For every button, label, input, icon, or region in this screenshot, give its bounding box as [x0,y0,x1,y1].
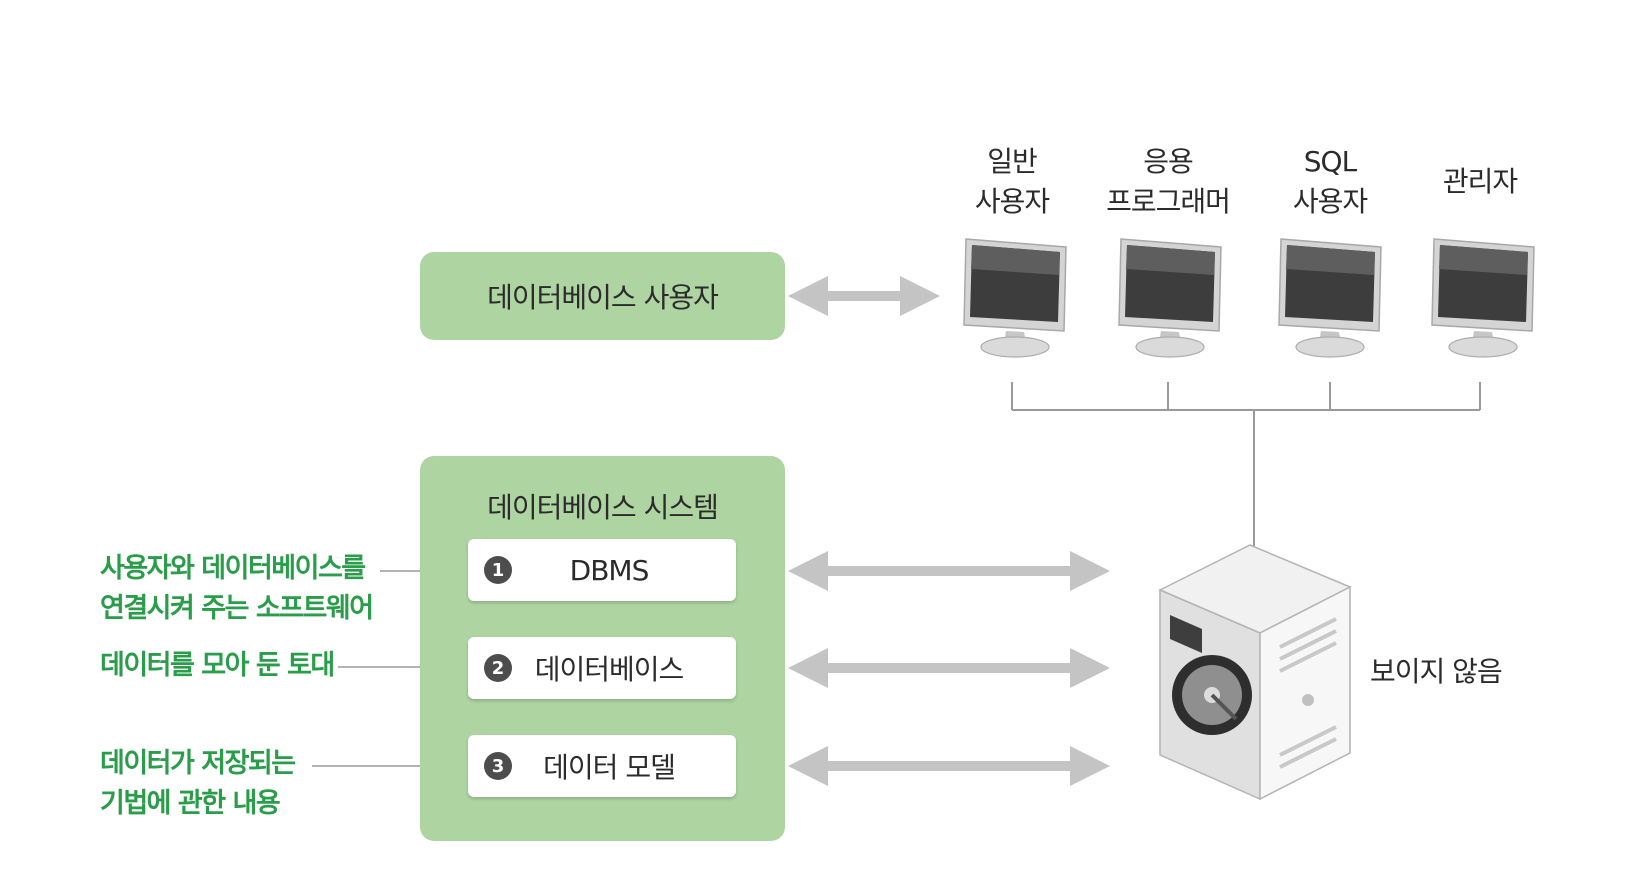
database-system-title: 데이터베이스 시스템 [487,491,719,524]
database-user-box: 데이터베이스 사용자 [420,252,785,340]
user-label-programmer: 응용 프로그래머 [1106,145,1231,218]
user-tree-connector [1011,382,1481,556]
monitor-icon [1278,238,1382,358]
dbms-label: DBMS [569,553,650,587]
annotation-line: 연결시켜 주는 소프트웨어 [100,593,374,624]
user-label-sql: SQL 사용자 [1292,145,1368,218]
data-model-annotation: 데이터가 저장되는 기법에 관한 내용 [100,744,296,824]
database-label: 데이터베이스 [534,653,685,686]
monitor-icon [1431,238,1535,358]
data-model-box: 3 데이터 모델 [468,735,736,797]
database-box: 2 데이터베이스 [468,637,736,699]
database-user-label: 데이터베이스 사용자 [487,281,719,314]
monitor-icon [963,238,1067,358]
number-badge: 2 [484,654,512,682]
monitor-icon [1118,238,1222,358]
dbms-box: 1 DBMS [468,539,736,601]
database-annotation: 데이터를 모아 둔 토대 [100,646,335,686]
annotation-line: 사용자와 데이터베이스를 [100,553,366,584]
number-badge: 1 [484,556,512,584]
user-label-admin: 관리자 [1442,165,1518,198]
data-model-label: 데이터 모델 [543,751,676,784]
annotation-line: 데이터가 저장되는 [100,748,296,779]
annotation-line: 기법에 관한 내용 [100,788,281,819]
annotation-line: 데이터를 모아 둔 토대 [100,650,335,681]
database-system-box: 데이터베이스 시스템 1 DBMS 2 데이터베이스 3 데이터 모델 [420,456,785,841]
dbms-annotation: 사용자와 데이터베이스를 연결시켜 주는 소프트웨어 [100,549,374,629]
server-label: 보이지 않음 [1370,655,1503,688]
server-icon [1158,544,1352,801]
number-badge: 3 [484,752,512,780]
user-label-general: 일반 사용자 [974,145,1050,218]
